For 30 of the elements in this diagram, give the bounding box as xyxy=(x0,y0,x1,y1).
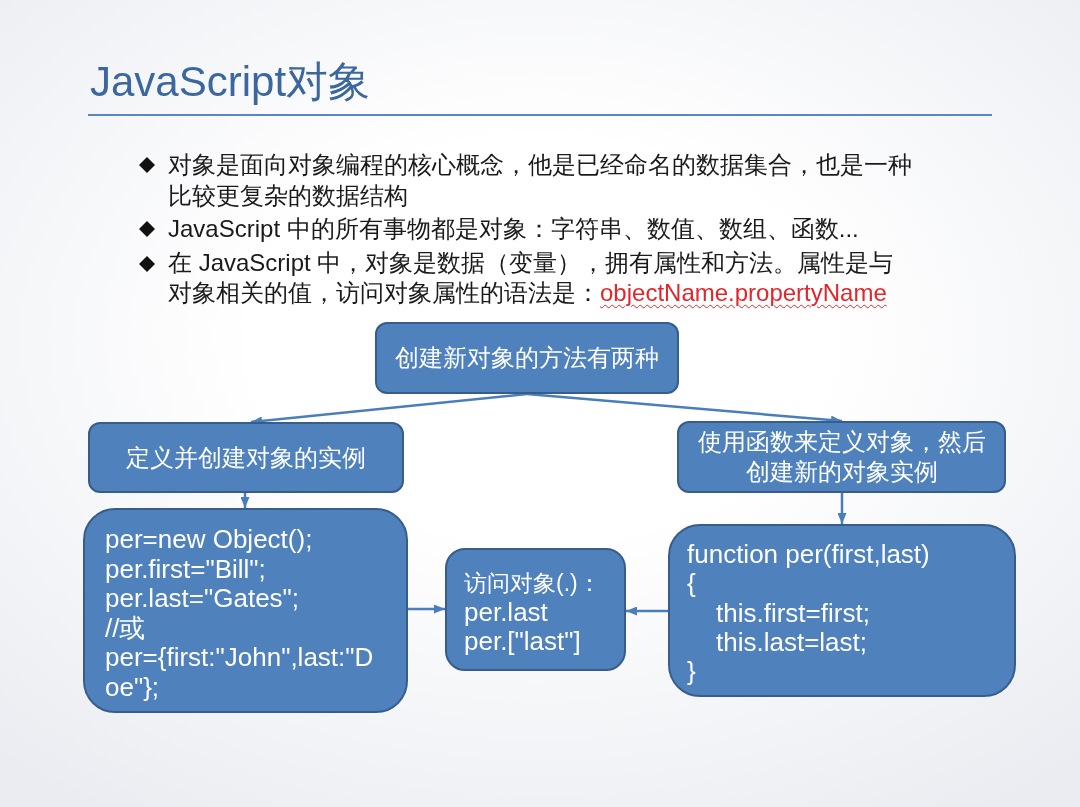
code-line: per={first:"John",last:"Doe"}; xyxy=(105,643,375,703)
box-label: 创建新对象的方法有两种 xyxy=(395,343,659,373)
rounded-box xyxy=(88,422,404,493)
code-line: per.first="Bill"; xyxy=(105,554,266,585)
slide-title: JavaScript对象 xyxy=(90,57,371,107)
rounded-box xyxy=(445,548,626,671)
code-line: { xyxy=(687,569,696,599)
code-line: this.last=last; xyxy=(716,627,867,658)
code-line: } xyxy=(687,657,696,687)
arrow xyxy=(408,604,445,614)
code-line: per.["last"] xyxy=(464,627,581,656)
rounded-box xyxy=(83,508,408,713)
arrow xyxy=(837,493,847,524)
code-line: //或 xyxy=(105,613,146,644)
arrow xyxy=(240,493,250,508)
bullet-text: 在 JavaScript 中，对象是数据（变量），拥有属性和方法。属性是与对象相关的值，访问对象属性的语法是：objectName.propertyName xyxy=(168,248,895,308)
bullet-text: 对象是面向对象编程的核心概念，他是已经命名的数据集合，也是一种比较更复杂的数据结构 xyxy=(168,150,913,211)
code-line: per.last xyxy=(464,598,548,627)
box-heading: 访问对象(.)： xyxy=(464,569,601,598)
code-line: function per(first,last) xyxy=(687,540,930,570)
code-line: per=new Object(); xyxy=(105,525,313,555)
code-line: per.last="Gates"; xyxy=(105,584,300,614)
rounded-box xyxy=(375,322,679,394)
code-line: this.first=first; xyxy=(716,598,870,628)
box-label: 定义并创建对象的实例 xyxy=(126,442,366,473)
arrow xyxy=(626,606,668,616)
rounded-box xyxy=(677,421,1006,493)
bullet-text: JavaScript 中的所有事物都是对象：字符串、数值、数组、函数... xyxy=(168,214,860,244)
box-label: 使用函数来定义对象，然后创建新的对象实例 xyxy=(696,427,987,487)
rounded-box xyxy=(668,524,1016,697)
